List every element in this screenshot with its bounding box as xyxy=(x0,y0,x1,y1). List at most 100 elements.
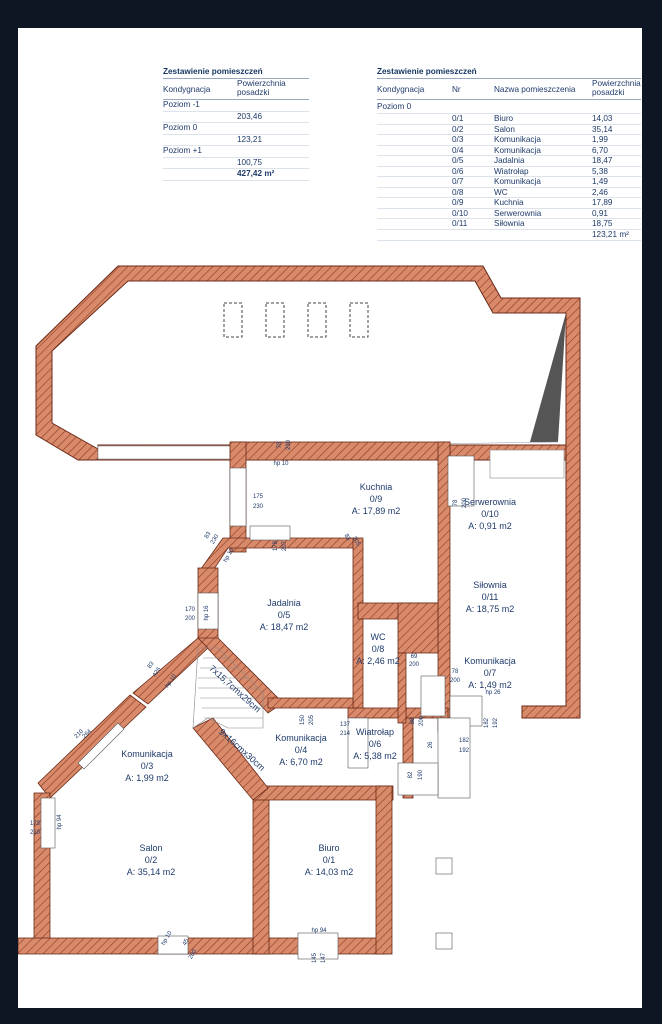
room-number: 0/1 xyxy=(323,855,336,865)
room-area: A: 18,47 m2 xyxy=(260,622,309,632)
dimension-label: 145 xyxy=(312,952,318,963)
table-total-row: 123,21 m² xyxy=(377,230,641,241)
dimension-label: 83 xyxy=(343,533,352,542)
wall xyxy=(397,602,439,654)
wall xyxy=(397,652,407,724)
area-cell: 5,38 xyxy=(592,166,608,176)
dimension-label: 200 xyxy=(419,715,425,726)
terrace-shade xyxy=(530,313,566,442)
wall xyxy=(132,637,209,705)
door-opening xyxy=(397,762,439,796)
dimension-label: 230 xyxy=(210,533,221,545)
stairs xyxy=(192,647,264,729)
room-number: 0/5 xyxy=(278,610,291,620)
room-number: 0/6 xyxy=(369,739,382,749)
name-cell: WC xyxy=(494,187,508,197)
room-name: Komunikacja xyxy=(275,733,327,743)
window-opening xyxy=(77,722,125,770)
dimension-label: 200 xyxy=(462,497,468,508)
wall xyxy=(231,441,451,461)
dimension-label: 170 xyxy=(185,607,196,613)
header-name: Nazwa pomieszczenia xyxy=(494,85,576,94)
room-name: Biuro xyxy=(318,843,339,853)
dimension-label: 147 xyxy=(321,952,327,963)
dimension-label: 137 xyxy=(340,722,351,728)
rooms-table-header: Kondygnacja Nr Nazwa pomieszczenia Powie… xyxy=(377,79,641,100)
name-cell: Komunikacja xyxy=(494,145,541,155)
dimension-label: 83 xyxy=(204,531,213,540)
dimension-label: 83 xyxy=(147,660,156,669)
room-name: Salon xyxy=(139,843,162,853)
nr-cell: 0/1 xyxy=(452,114,464,123)
staircase-outline xyxy=(192,647,264,729)
skylight xyxy=(307,302,327,338)
skylight xyxy=(265,302,285,338)
dimension-label: 264 xyxy=(82,728,94,740)
room-number: 0/3 xyxy=(141,761,154,771)
skylight xyxy=(349,302,369,338)
name-cell: Kuchnia xyxy=(494,198,524,207)
room-number: 0/9 xyxy=(370,494,383,504)
level-cell: Poziom 0 xyxy=(163,123,198,132)
table-row: Poziom -1 xyxy=(163,100,309,112)
level-row: Poziom 0 xyxy=(377,100,641,114)
nr-cell: 0/6 xyxy=(452,166,464,176)
room-area: A: 14,03 m2 xyxy=(305,867,354,877)
nr-cell: 0/3 xyxy=(452,135,464,144)
window-opening xyxy=(40,797,56,849)
drawing-sheet: Zestawienie pomieszczeń Kondygnacja Powi… xyxy=(18,28,642,1008)
dimension-label: 210 xyxy=(74,728,86,740)
window-opening xyxy=(297,932,339,960)
dimension-label: 210 xyxy=(30,830,41,836)
room-area: A: 35,14 m2 xyxy=(127,867,176,877)
marker-square xyxy=(435,857,453,875)
header-level: Kondygnacja xyxy=(377,85,425,94)
room-name: Komunikacja xyxy=(464,656,516,666)
openings xyxy=(40,455,483,960)
dimension-label: hp 10 xyxy=(273,461,289,467)
dimension-label: 200 xyxy=(409,662,420,668)
skylight xyxy=(223,302,243,338)
room-area: A: 18,75 m2 xyxy=(466,604,515,614)
table-row: 123,21 xyxy=(163,135,309,146)
dimension-label: 182 xyxy=(484,717,490,728)
dimension-label: 68 xyxy=(410,717,416,724)
dimension-label: hp 16 xyxy=(204,605,210,621)
room-number: 0/2 xyxy=(145,855,158,865)
level-cell: Poziom 0 xyxy=(377,102,412,111)
dimension-label: 78 xyxy=(452,669,459,675)
dimension-label: 82 xyxy=(408,771,414,778)
room-area: A: 2,46 m2 xyxy=(356,656,400,666)
dimension-label: 175 xyxy=(253,494,264,500)
table-total-row: 427,42 m² xyxy=(163,169,309,181)
room-name: Siłownia xyxy=(473,580,507,590)
room-area: A: 0,91 m2 xyxy=(468,521,512,531)
dimension-label: 200 xyxy=(188,948,199,960)
room-name: Serwerownia xyxy=(464,497,516,507)
bg xyxy=(18,958,36,1008)
ground-floor-walls xyxy=(18,441,451,1008)
room-number: 0/7 xyxy=(484,668,497,678)
nr-cell: 0/11 xyxy=(452,219,468,228)
room-area: A: 1,99 m2 xyxy=(125,773,169,783)
nr-cell: 0/9 xyxy=(452,198,464,207)
dimension-label: 192 xyxy=(459,748,470,754)
room-number: 0/4 xyxy=(295,745,308,755)
dimension-label: 207 xyxy=(282,540,288,551)
level-cell: Poziom -1 xyxy=(163,100,200,109)
dimension-label: hp 94 xyxy=(311,928,327,934)
header-area: Powierzchnia posadzki xyxy=(592,79,641,97)
dimension-label: 69 xyxy=(411,654,418,660)
door-opening xyxy=(447,455,475,507)
table-row: 100,75 xyxy=(163,158,309,169)
area-cell: 0,91 xyxy=(592,208,608,218)
dimension-label: 230 xyxy=(253,504,264,510)
